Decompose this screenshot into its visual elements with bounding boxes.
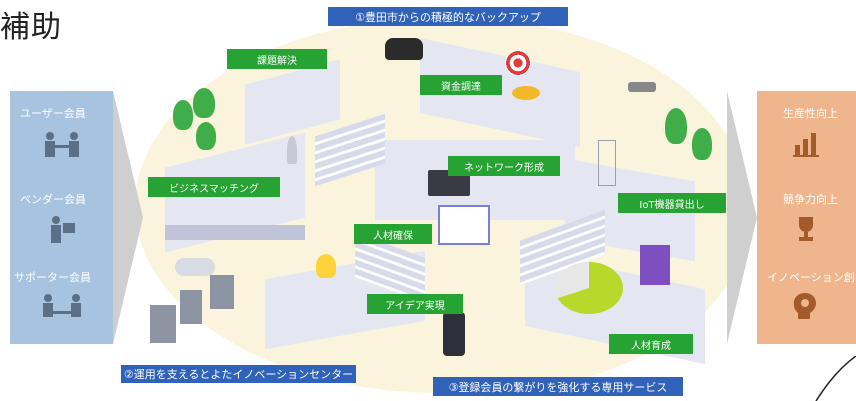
- tree-icon: [692, 128, 712, 160]
- outcomes-panel: 生産性向上 競争力向上 イノベーション創出: [757, 91, 856, 344]
- smartphone-icon: [443, 312, 465, 356]
- member-label-vendor: ベンダー会員: [20, 193, 86, 206]
- tag-idea: アイデア実現: [367, 294, 463, 314]
- banner-innovation-center: ②運用を支えるとよたイノベーションセンター: [121, 365, 356, 383]
- platform-side: [165, 225, 305, 240]
- banner-member-service: ③登録会員の繋がりを強化する専用サービス: [433, 377, 683, 396]
- right-chevron-arrow: [727, 91, 757, 344]
- banner-backup: ①豊田市からの積極的なバックアップ: [328, 7, 568, 26]
- left-chevron-arrow: [113, 91, 143, 344]
- drone-icon: [628, 82, 656, 92]
- tag-jinzai-ikusei: 人材育成: [609, 334, 693, 354]
- lightbulb-icon: [316, 254, 336, 278]
- handshake-people-icon: [42, 131, 82, 159]
- corner-arc: [815, 356, 856, 401]
- tag-network: ネットワーク形成: [448, 156, 560, 176]
- members-panel: ユーザー会員 ベンダー会員 サポーター会員: [10, 91, 113, 344]
- tree-icon: [665, 108, 687, 144]
- page-title-fragment: 補助: [0, 10, 62, 45]
- tag-kadai: 課題解決: [227, 49, 327, 69]
- pie-chart-icon: [555, 262, 623, 314]
- presenter-icon: [46, 215, 78, 245]
- member-label-supporter: サポーター会員: [14, 271, 91, 284]
- brain-lightbulb-icon: [791, 291, 819, 321]
- server-rack-icon: [210, 275, 234, 309]
- consultation-icon: [40, 293, 84, 321]
- outcome-label-competitiveness: 競争力向上: [783, 193, 838, 206]
- calendar-icon: [438, 205, 490, 245]
- rocket-icon: [287, 136, 297, 164]
- tag-jinzai-kakuho: 人材確保: [354, 224, 432, 244]
- outcome-label-productivity: 生産性向上: [783, 107, 838, 120]
- coins-icon: [512, 86, 540, 100]
- books-icon: [640, 245, 670, 285]
- member-label-user: ユーザー会員: [20, 107, 86, 120]
- server-rack-icon: [150, 305, 176, 343]
- tree-icon: [196, 122, 216, 150]
- tree-icon: [173, 100, 193, 130]
- bar-chart-icon: [793, 131, 819, 157]
- cloud-icon: [175, 258, 215, 276]
- server-rack-icon: [180, 290, 202, 324]
- tag-shikin: 資金調達: [420, 75, 502, 95]
- tag-iot: IoT機器貸出し: [618, 193, 726, 213]
- trophy-icon: [793, 215, 819, 243]
- outcome-label-innovation: イノベーション創出: [767, 271, 856, 284]
- target-icon: [505, 50, 531, 76]
- camera-tower-icon: [598, 140, 616, 186]
- tree-icon: [193, 88, 215, 118]
- car-icon: [385, 38, 423, 60]
- tag-business: ビジネスマッチング: [148, 177, 280, 197]
